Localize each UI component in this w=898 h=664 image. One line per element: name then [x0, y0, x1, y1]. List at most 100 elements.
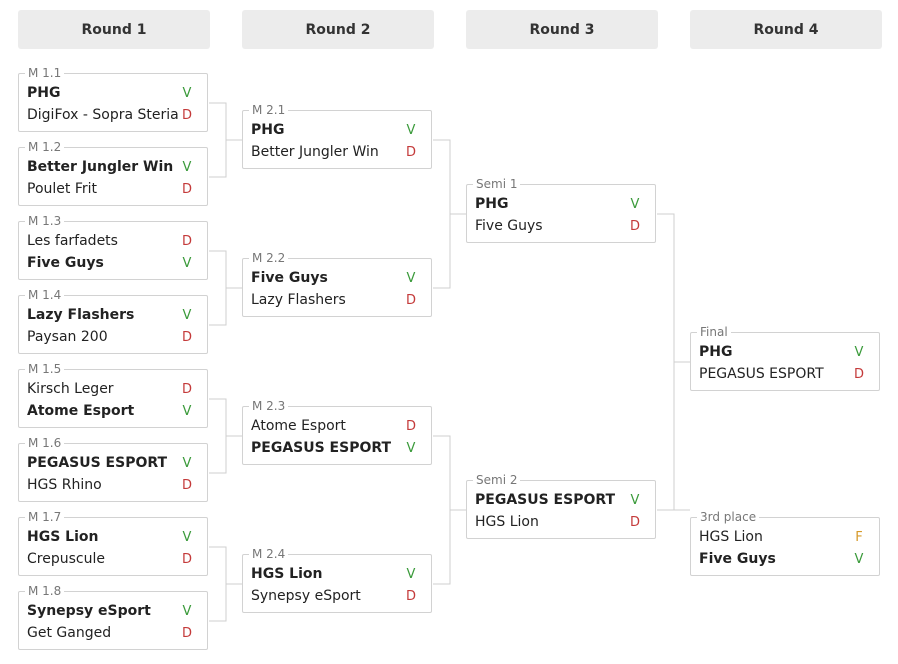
match-label: M 1.3: [25, 214, 65, 228]
result-badge: V: [854, 344, 864, 360]
team-name: Les farfadets: [27, 233, 118, 249]
team-name: Poulet Frit: [27, 181, 97, 197]
team-row[interactable]: Lazy Flashers D: [251, 289, 417, 311]
match-final[interactable]: Final PHG V PEGASUS ESPORT D: [690, 325, 880, 391]
team-name: Get Ganged: [27, 625, 112, 641]
round-2-header: Round 2: [242, 10, 434, 49]
team-row[interactable]: Five Guys V: [699, 548, 865, 570]
team-row[interactable]: HGS Lion F: [699, 526, 865, 548]
result-badge: V: [182, 255, 192, 271]
team-row[interactable]: PEGASUS ESPORT D: [699, 363, 865, 385]
round-4-header: Round 4: [690, 10, 882, 49]
result-badge: V: [182, 307, 192, 323]
match-label: M 1.2: [25, 140, 65, 154]
team-name: Atome Esport: [251, 418, 346, 434]
team-name: Kirsch Leger: [27, 381, 114, 397]
result-badge: D: [405, 292, 416, 308]
result-badge: D: [629, 218, 640, 234]
result-badge: V: [406, 440, 416, 456]
team-row[interactable]: Get Ganged D: [27, 622, 193, 644]
match-label: M 1.7: [25, 510, 65, 524]
team-row[interactable]: Five Guys D: [475, 215, 641, 237]
team-name: PHG: [699, 344, 733, 360]
team-name: Five Guys: [699, 551, 776, 567]
match-label: M 1.6: [25, 436, 65, 450]
match-2-4[interactable]: M 2.4 HGS Lion V Synepsy eSport D: [242, 547, 432, 613]
result-badge: V: [182, 603, 192, 619]
team-name: PEGASUS ESPORT: [699, 366, 824, 382]
team-name: HGS Lion: [251, 566, 323, 582]
match-1-5[interactable]: M 1.5 Kirsch Leger D Atome Esport V: [18, 362, 208, 428]
team-name: Crepuscule: [27, 551, 105, 567]
team-row[interactable]: Lazy Flashers V: [27, 304, 193, 326]
team-name: Five Guys: [27, 255, 104, 271]
team-row[interactable]: Crepuscule D: [27, 548, 193, 570]
match-1-2[interactable]: M 1.2 Better Jungler Win V Poulet Frit D: [18, 140, 208, 206]
result-badge: V: [406, 566, 416, 582]
team-name: Synepsy eSport: [251, 588, 361, 604]
match-1-3[interactable]: M 1.3 Les farfadets D Five Guys V: [18, 214, 208, 280]
result-badge: D: [181, 625, 192, 641]
match-third-place[interactable]: 3rd place HGS Lion F Five Guys V: [690, 510, 880, 576]
match-label: Semi 2: [473, 473, 521, 487]
team-name: HGS Lion: [699, 529, 763, 545]
result-badge: D: [405, 144, 416, 160]
team-row[interactable]: Synepsy eSport V: [27, 600, 193, 622]
match-label: M 1.5: [25, 362, 65, 376]
team-row[interactable]: Better Jungler Win D: [251, 141, 417, 163]
team-row[interactable]: HGS Lion V: [251, 563, 417, 585]
team-row[interactable]: HGS Rhino D: [27, 474, 193, 496]
team-row[interactable]: HGS Lion D: [475, 511, 641, 533]
match-semi-2[interactable]: Semi 2 PEGASUS ESPORT V HGS Lion D: [466, 473, 656, 539]
result-badge: D: [181, 107, 192, 123]
match-label: M 2.1: [249, 103, 289, 117]
team-row[interactable]: PEGASUS ESPORT V: [475, 489, 641, 511]
team-row[interactable]: DigiFox - Sopra Steria D: [27, 104, 193, 126]
match-2-1[interactable]: M 2.1 PHG V Better Jungler Win D: [242, 103, 432, 169]
team-name: PHG: [251, 122, 285, 138]
team-row[interactable]: PHG V: [27, 82, 193, 104]
result-badge: V: [182, 403, 192, 419]
team-row[interactable]: PHG V: [251, 119, 417, 141]
team-row[interactable]: Better Jungler Win V: [27, 156, 193, 178]
match-1-4[interactable]: M 1.4 Lazy Flashers V Paysan 200 D: [18, 288, 208, 354]
match-2-3[interactable]: M 2.3 Atome Esport D PEGASUS ESPORT V: [242, 399, 432, 465]
team-row[interactable]: Kirsch Leger D: [27, 378, 193, 400]
team-row[interactable]: PHG V: [475, 193, 641, 215]
team-name: PEGASUS ESPORT: [27, 455, 168, 471]
team-row[interactable]: Five Guys V: [27, 252, 193, 274]
team-row[interactable]: Atome Esport D: [251, 415, 417, 437]
team-row[interactable]: Five Guys V: [251, 267, 417, 289]
result-badge: D: [181, 551, 192, 567]
team-name: PHG: [475, 196, 509, 212]
team-name: Lazy Flashers: [27, 307, 135, 323]
result-badge: D: [405, 588, 416, 604]
result-badge: V: [854, 551, 864, 567]
match-1-8[interactable]: M 1.8 Synepsy eSport V Get Ganged D: [18, 584, 208, 650]
round-1-header: Round 1: [18, 10, 210, 49]
team-row[interactable]: PEGASUS ESPORT V: [27, 452, 193, 474]
team-name: HGS Lion: [475, 514, 539, 530]
team-row[interactable]: Paysan 200 D: [27, 326, 193, 348]
team-row[interactable]: PEGASUS ESPORT V: [251, 437, 417, 459]
match-2-2[interactable]: M 2.2 Five Guys V Lazy Flashers D: [242, 251, 432, 317]
result-badge: V: [182, 159, 192, 175]
team-row[interactable]: Les farfadets D: [27, 230, 193, 252]
result-badge: F: [855, 529, 863, 545]
result-badge: D: [181, 181, 192, 197]
match-1-7[interactable]: M 1.7 HGS Lion V Crepuscule D: [18, 510, 208, 576]
match-1-1[interactable]: M 1.1 PHG V DigiFox - Sopra Steria D: [18, 66, 208, 132]
match-semi-1[interactable]: Semi 1 PHG V Five Guys D: [466, 177, 656, 243]
result-badge: V: [182, 529, 192, 545]
team-row[interactable]: PHG V: [699, 341, 865, 363]
match-label: 3rd place: [697, 510, 760, 524]
match-1-6[interactable]: M 1.6 PEGASUS ESPORT V HGS Rhino D: [18, 436, 208, 502]
team-row[interactable]: Poulet Frit D: [27, 178, 193, 200]
team-row[interactable]: Atome Esport V: [27, 400, 193, 422]
team-row[interactable]: Synepsy eSport D: [251, 585, 417, 607]
team-name: Synepsy eSport: [27, 603, 151, 619]
match-label: M 1.8: [25, 584, 65, 598]
team-name: PHG: [27, 85, 61, 101]
team-row[interactable]: HGS Lion V: [27, 526, 193, 548]
